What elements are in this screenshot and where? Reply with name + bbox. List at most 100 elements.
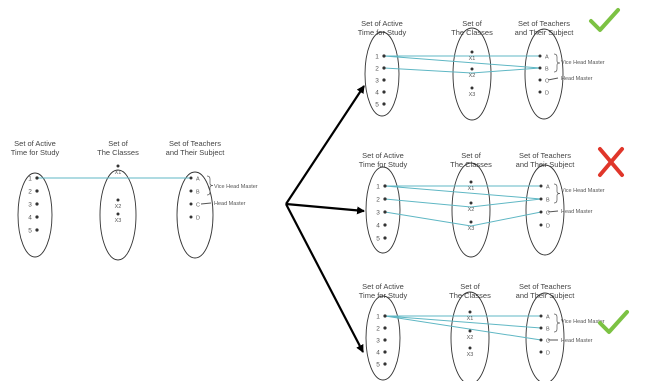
header-middle-line1: Set of bbox=[461, 151, 482, 160]
time-item-2: 2 bbox=[28, 189, 32, 196]
class-item-dot bbox=[468, 329, 472, 333]
class-item-X2: X2 bbox=[469, 73, 476, 79]
class-item-X1: X1 bbox=[115, 170, 122, 176]
teacher-set-ellipse bbox=[176, 171, 214, 259]
teacher-item-dot bbox=[539, 338, 543, 342]
teacher-item-dot bbox=[539, 314, 543, 318]
role-pointer bbox=[200, 202, 212, 205]
class-item-X3: X3 bbox=[467, 352, 474, 358]
teacher-item-dot bbox=[538, 54, 542, 58]
class-item-X1: X1 bbox=[469, 56, 476, 62]
class-item-dot bbox=[116, 212, 120, 216]
mapping-line bbox=[384, 315, 542, 329]
header-left-line2: Time for Study bbox=[358, 28, 407, 37]
header-left-line1: Set of Active bbox=[362, 282, 404, 291]
time-item-2: 2 bbox=[375, 66, 379, 73]
header-middle-line2: The Classes bbox=[450, 160, 492, 169]
class-set-ellipse bbox=[452, 27, 492, 121]
class-item-dot bbox=[468, 310, 472, 314]
teacher-item-C: C bbox=[545, 79, 549, 85]
time-item-dot bbox=[383, 326, 387, 330]
teacher-item-A: A bbox=[545, 55, 549, 61]
role-pointer bbox=[547, 210, 559, 213]
time-item-3: 3 bbox=[376, 210, 380, 217]
header-middle-line1: Set of bbox=[462, 19, 483, 28]
arrow-to-bottom-panel bbox=[285, 203, 364, 353]
time-item-2: 2 bbox=[376, 197, 380, 204]
time-item-dot bbox=[382, 54, 386, 58]
teacher-item-dot bbox=[189, 215, 193, 219]
time-item-dot bbox=[35, 215, 39, 219]
header-left-line2: Time for Study bbox=[359, 291, 408, 300]
teacher-set-ellipse bbox=[524, 28, 564, 120]
time-item-3: 3 bbox=[28, 202, 32, 209]
mapping-line bbox=[383, 55, 541, 69]
header-right-line1: Set of Teachers bbox=[169, 139, 221, 148]
mapping-line bbox=[384, 185, 542, 200]
teacher-item-dot bbox=[539, 223, 543, 227]
teacher-item-A: A bbox=[196, 177, 200, 183]
time-item-dot bbox=[383, 236, 387, 240]
header-left-line1: Set of Active bbox=[14, 139, 56, 148]
time-item-dot bbox=[383, 210, 387, 214]
time-item-2: 2 bbox=[376, 326, 380, 333]
header-right-line2: and Their Subject bbox=[516, 160, 576, 169]
class-set-ellipse bbox=[451, 162, 491, 258]
mapping-line bbox=[384, 211, 472, 227]
role-head-master: Head Master bbox=[561, 76, 593, 82]
role-vice-head-master: Vice Head Master bbox=[561, 60, 605, 66]
teacher-item-C: C bbox=[546, 339, 550, 345]
header-right-line2: and Their Subject bbox=[166, 148, 226, 157]
time-set-ellipse bbox=[365, 295, 401, 381]
time-item-5: 5 bbox=[376, 236, 380, 243]
arrow-to-top-panel bbox=[285, 85, 365, 205]
time-item-3: 3 bbox=[375, 78, 379, 85]
class-item-X3: X3 bbox=[468, 226, 475, 232]
time-set-ellipse bbox=[365, 166, 401, 254]
header-middle-line1: Set of bbox=[108, 139, 129, 148]
mapping-line bbox=[470, 211, 542, 227]
mapping-line bbox=[384, 198, 472, 208]
role-head-master: Head Master bbox=[561, 338, 593, 344]
time-item-dot bbox=[383, 338, 387, 342]
role-vice-head-master: Vice Head Master bbox=[214, 184, 258, 190]
time-item-1: 1 bbox=[376, 314, 380, 321]
teacher-item-dot bbox=[189, 189, 193, 193]
class-item-dot bbox=[469, 220, 473, 224]
time-set-ellipse bbox=[364, 31, 400, 117]
mapping-line bbox=[383, 67, 473, 74]
teacher-item-dot bbox=[539, 350, 543, 354]
time-item-4: 4 bbox=[375, 90, 379, 97]
teacher-item-dot bbox=[539, 184, 543, 188]
time-item-dot bbox=[35, 176, 39, 180]
header-left-line1: Set of Active bbox=[362, 151, 404, 160]
header-right-line2: and Their Subject bbox=[515, 28, 575, 37]
role-head-master: Head Master bbox=[214, 201, 246, 207]
time-item-1: 1 bbox=[28, 176, 32, 183]
header-middle-line2: The Classes bbox=[449, 291, 491, 300]
arrow-to-middle-panel bbox=[285, 202, 365, 215]
class-item-dot bbox=[116, 164, 120, 168]
class-set-ellipse bbox=[99, 169, 137, 261]
teacher-item-C: C bbox=[546, 211, 550, 217]
class-item-X2: X2 bbox=[468, 207, 475, 213]
time-item-5: 5 bbox=[376, 362, 380, 369]
valid-check-icon bbox=[598, 310, 629, 334]
teacher-item-dot bbox=[539, 210, 543, 214]
header-middle-line1: Set of bbox=[460, 282, 481, 291]
time-item-5: 5 bbox=[28, 228, 32, 235]
teacher-item-B: B bbox=[546, 327, 550, 333]
teacher-set-ellipse bbox=[525, 164, 565, 256]
teacher-item-D: D bbox=[196, 216, 200, 222]
teacher-set-ellipse bbox=[525, 292, 565, 381]
time-item-4: 4 bbox=[376, 350, 380, 357]
teacher-item-A: A bbox=[546, 315, 550, 321]
class-item-dot bbox=[470, 67, 474, 71]
class-item-X1: X1 bbox=[467, 316, 474, 322]
time-item-5: 5 bbox=[375, 102, 379, 109]
time-item-4: 4 bbox=[28, 215, 32, 222]
header-right-line1: Set of Teachers bbox=[519, 151, 571, 160]
